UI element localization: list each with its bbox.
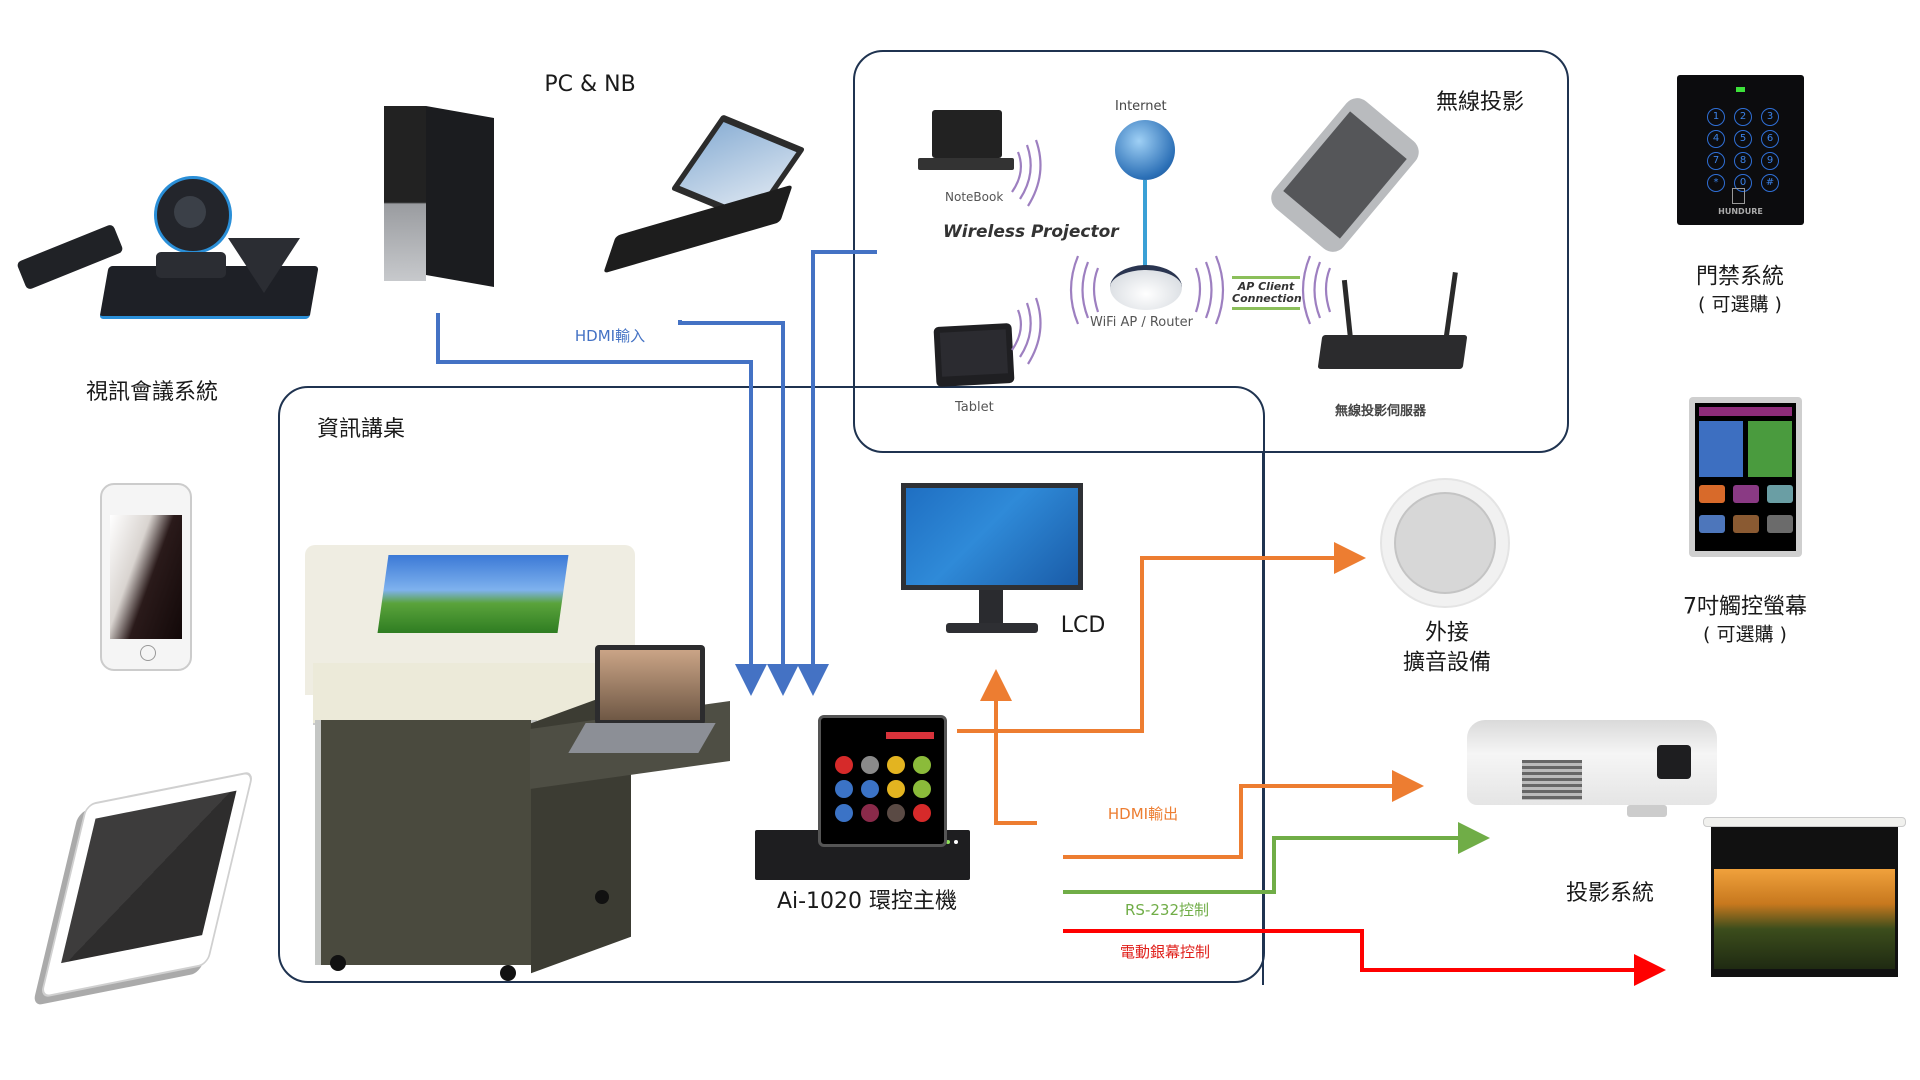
ap-client-line-2: Connection (1232, 292, 1302, 306)
wireless-projector-title: Wireless Projector (943, 222, 1119, 242)
smartphone-device (100, 483, 192, 671)
projection-screen (1703, 817, 1906, 982)
keypad-key: 8 (1734, 152, 1752, 170)
controller-button-icon (887, 804, 905, 822)
touch-screen-label-line-1: 7吋觸控螢幕 (1683, 594, 1807, 620)
kiosk-laptop (595, 645, 705, 725)
ap-client-label: AP Client Connection (1232, 276, 1302, 311)
kiosk-cabinet (315, 720, 537, 965)
internet-globe-icon (1115, 120, 1175, 180)
keypad-key: 4 (1707, 130, 1725, 148)
controller-button-icon (913, 756, 931, 774)
ceiling-speaker (1380, 478, 1510, 608)
screen-control-label: 電動銀幕控制 (1119, 942, 1211, 961)
keypad-key: 0 (1734, 174, 1752, 192)
pc-nb-label: PC & NB (544, 72, 636, 98)
video-conference-device (16, 168, 319, 338)
ap-client-line-1: AP Client (1237, 280, 1295, 293)
keypad-key: 7 (1707, 152, 1725, 170)
wireless-tablet-icon (933, 323, 1015, 387)
controller-device (755, 715, 970, 881)
kiosk-display (377, 555, 569, 633)
notebook-device (603, 114, 806, 274)
card-reader-icon (1732, 188, 1745, 204)
keypad-brand: HUNDURE (1718, 207, 1763, 216)
keypad-key: 1 (1707, 108, 1725, 126)
speaker-label-line-1: 外接 (1424, 620, 1470, 646)
internet-cable (1143, 180, 1147, 270)
controller-label: Ai-1020 環控主機 (776, 889, 958, 915)
wireless-projection-label: 無線投影 (1435, 90, 1525, 116)
wifi-router-icon (1110, 265, 1182, 310)
lcd-label: LCD (1060, 613, 1106, 639)
notebook-tile (1748, 421, 1792, 477)
mic-pod-icon (228, 238, 300, 293)
wifi-router-label: WiFi AP / Router (1090, 315, 1193, 330)
speaker-label: 外接 擴音設備 (1403, 618, 1491, 677)
lcd-monitor (901, 483, 1083, 638)
pc-tower (384, 106, 494, 287)
touch-screen-label: 7吋觸控螢幕 ( 可選購 ) (1683, 592, 1807, 647)
access-control-label: 門禁系統 ( 可選購 ) (1696, 262, 1784, 317)
controller-button-icon (835, 804, 853, 822)
wireless-tablet-label: Tablet (955, 400, 994, 415)
keypad-key: # (1761, 174, 1779, 192)
rs232-label: RS-232控制 (1125, 900, 1209, 919)
keypad-key: * (1707, 174, 1725, 192)
lecture-desk-kiosk (295, 515, 775, 981)
controller-button-icon (913, 780, 931, 798)
controller-button-icon (887, 756, 905, 774)
wireless-server-device (1317, 271, 1470, 375)
controller-button-icon (861, 804, 879, 822)
wireless-phone-device (1265, 92, 1425, 258)
keypad-key: 6 (1761, 130, 1779, 148)
tablet-device (39, 770, 255, 999)
wireless-notebook-label: NoteBook (945, 190, 1004, 204)
speaker-label-line-2: 擴音設備 (1402, 650, 1492, 675)
video-conference-label: 視訊會議系統 (85, 380, 219, 406)
wireless-server-label: 無線投影伺服器 (1335, 404, 1427, 419)
internet-label: Internet (1115, 99, 1167, 114)
hdmi-in-label: HDMI輸入 (574, 326, 646, 345)
hdmi-out-label: HDMI輸出 (1107, 804, 1179, 823)
controller-button-icon (861, 780, 879, 798)
keypad-key: 9 (1761, 152, 1779, 170)
touch-screen-label-line-2: ( 可選購 ) (1703, 623, 1787, 646)
keypad-key: 3 (1761, 108, 1779, 126)
keypad-key: 2 (1734, 108, 1752, 126)
desktop-pc-tile (1699, 421, 1743, 477)
controller-button-icon (913, 804, 931, 822)
access-control-label-line-1: 門禁系統 (1695, 264, 1785, 290)
controller-button-icon (835, 780, 853, 798)
controller-button-icon (887, 780, 905, 798)
touch-screen-device (1689, 397, 1802, 557)
lecture-desk-label: 資訊講桌 (317, 417, 406, 443)
access-control-label-line-2: ( 可選購 ) (1698, 293, 1782, 316)
status-led-icon (1736, 87, 1745, 92)
keypad-key: 5 (1734, 130, 1752, 148)
controller-button-icon (861, 756, 879, 774)
controller-panel (818, 715, 947, 847)
projector-device (1467, 710, 1722, 830)
wireless-notebook-icon (918, 110, 1018, 180)
controller-button-grid (835, 756, 931, 822)
projection-label: 投影系統 (1565, 881, 1655, 907)
controller-button-icon (835, 756, 853, 774)
